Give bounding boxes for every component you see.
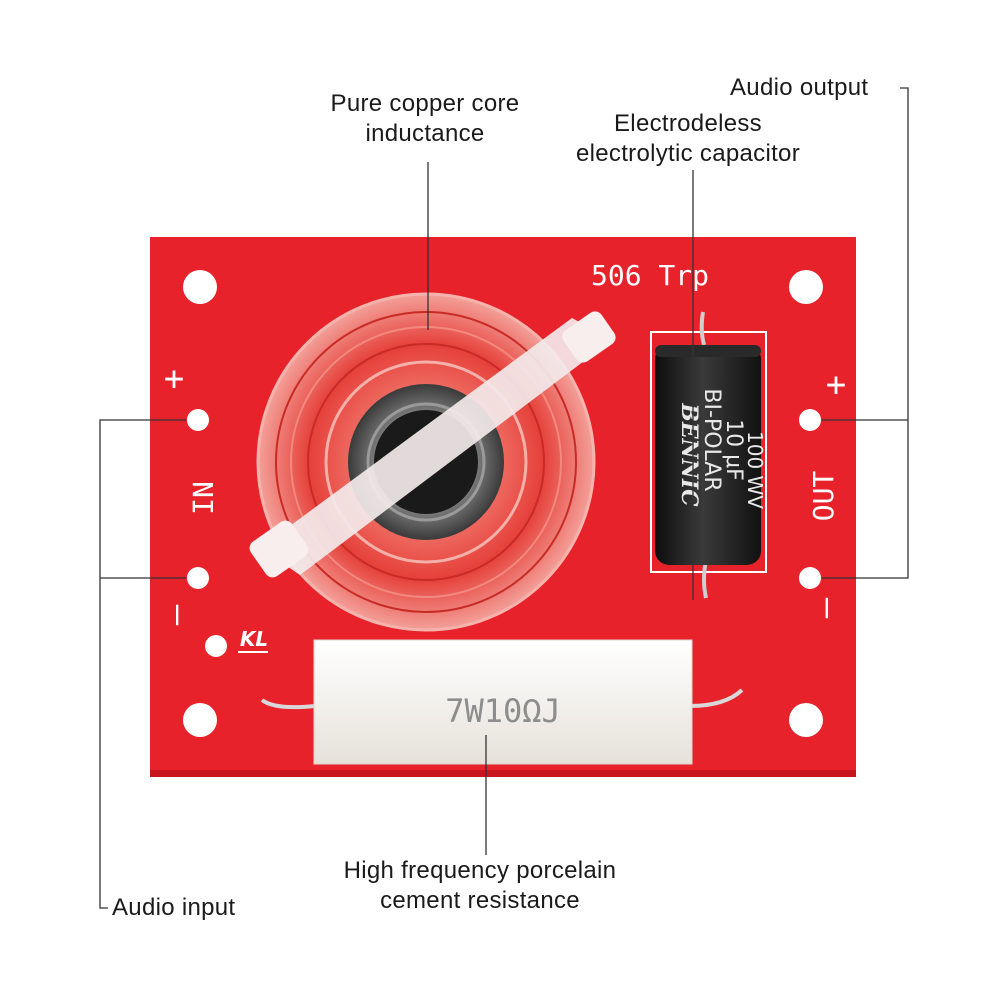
capacitor-voltage: 100 WV bbox=[743, 431, 767, 509]
output-plus-pad[interactable] bbox=[799, 409, 821, 431]
mount-hole-top-left bbox=[183, 270, 217, 304]
callout-resistor-line2: cement resistance bbox=[380, 887, 580, 914]
input-plus-pad[interactable] bbox=[187, 409, 209, 431]
output-minus-label: – bbox=[805, 597, 845, 618]
input-label: NI bbox=[186, 481, 219, 515]
output-plus-label: + bbox=[826, 365, 846, 405]
resistor-marking: 7W10ΩJ bbox=[445, 692, 561, 730]
capacitor-silkscreen-outline bbox=[650, 331, 767, 573]
cable-tie-tail bbox=[562, 311, 616, 363]
resistor: 7W10ΩJ bbox=[260, 639, 744, 765]
callout-input-text: Audio input bbox=[112, 894, 236, 921]
callout-output: Audio output bbox=[730, 73, 908, 103]
callout-inductor: Pure copper core inductance bbox=[300, 89, 550, 149]
cable-tie bbox=[260, 318, 612, 575]
logo-dot bbox=[205, 635, 227, 657]
callout-inductor-line1: Pure copper core bbox=[330, 90, 520, 117]
leader-lines bbox=[99, 87, 909, 909]
model-label: 506 Trp bbox=[591, 259, 709, 292]
pcb-shadow-edge bbox=[150, 770, 856, 777]
input-minus-pad[interactable] bbox=[187, 567, 209, 589]
callout-resistor-line1: High frequency porcelain bbox=[343, 857, 617, 884]
output-minus-pad[interactable] bbox=[799, 567, 821, 589]
capacitor-type: BI-POLAR bbox=[699, 388, 724, 491]
callout-capacitor-line2: electrolytic capacitor bbox=[575, 140, 801, 167]
output-leader bbox=[822, 87, 909, 579]
callout-output-text: Audio output bbox=[730, 74, 869, 101]
cable-tie-head bbox=[249, 520, 309, 578]
input-plus-label: + bbox=[164, 359, 184, 399]
logo-text: KL bbox=[240, 627, 268, 651]
callout-capacitor-line1: Electrodeless bbox=[614, 110, 762, 137]
input-leader bbox=[99, 419, 186, 909]
mount-hole-bottom-left bbox=[183, 703, 217, 737]
callout-capacitor: Electrodeless electrolytic capacitor bbox=[543, 109, 833, 169]
capacitor-brand: BENNIC bbox=[676, 402, 702, 507]
mount-hole-bottom-right bbox=[789, 703, 823, 737]
output-label: OUT bbox=[807, 471, 840, 522]
callout-input: Audio input bbox=[112, 893, 272, 923]
inductor bbox=[249, 292, 616, 632]
mount-hole-top-right bbox=[789, 270, 823, 304]
capacitor: BENNIC BI-POLAR 10 μF 100 WV bbox=[655, 311, 767, 599]
capacitor-capacitance: 10 μF bbox=[721, 419, 746, 481]
callout-resistor: High frequency porcelain cement resistan… bbox=[320, 856, 640, 916]
callout-inductor-line2: inductance bbox=[365, 120, 485, 147]
input-minus-label: – bbox=[159, 605, 199, 626]
